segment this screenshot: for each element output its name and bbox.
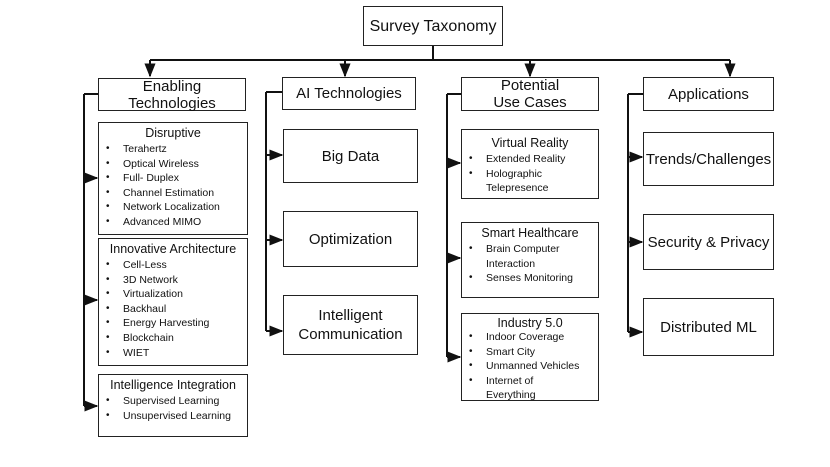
group-smart-healthcare: Smart Healthcare Brain Computer Interact… [461,222,599,298]
group-title: Intelligence Integration [110,378,236,392]
group-virtual-reality: Virtual Reality Extended Reality Hologra… [461,129,599,199]
list-item: Indoor Coverage [469,330,598,345]
node-label: Trends/Challenges [645,150,772,168]
group-items: Supervised Learning Unsupervised Learnin… [99,394,247,423]
header-label: Enabling Technologies [128,77,216,112]
list-item: Blockchain [106,331,247,346]
header-enabling-technologies: Enabling Technologies [98,77,246,112]
header-label: AI Technologies [296,85,402,102]
root-label: Survey Taxonomy [369,17,497,35]
group-items: Extended Reality Holographic Telepresenc… [462,152,598,196]
list-item: Optical Wireless [106,157,247,172]
group-title: Disruptive [145,126,201,140]
node-distributed-ml: Distributed ML [643,298,774,356]
group-intelligence-integration: Intelligence Integration Supervised Lear… [98,374,248,437]
root-node: Survey Taxonomy [363,6,503,46]
node-label: Big Data [321,147,380,165]
group-items: Brain Computer Interaction Senses Monito… [462,242,598,286]
group-title: Industry 5.0 [497,316,563,330]
list-item: Supervised Learning [106,394,247,409]
group-title: Innovative Architecture [109,242,237,256]
list-item: Full- Duplex [106,171,247,186]
node-trends-challenges: Trends/Challenges [643,132,774,186]
node-intelligent-communication: Intelligent Communication [283,295,418,355]
node-security-privacy: Security & Privacy [643,214,774,270]
group-items: Cell-Less 3D Network Virtualization Back… [99,258,247,360]
header-potential-use-cases: Potential Use Cases [461,77,599,111]
list-item: Virtualization [106,287,247,302]
list-item: Energy Harvesting [106,316,247,331]
group-items: Terahertz Optical Wireless Full- Duplex … [99,142,247,230]
group-innovative-architecture: Innovative Architecture Cell-Less 3D Net… [98,238,248,366]
list-item: 3D Network [106,273,247,288]
list-item: Backhaul [106,302,247,317]
node-big-data: Big Data [283,129,418,183]
node-optimization: Optimization [283,211,418,267]
list-item: Channel Estimation [106,186,247,201]
node-label: Distributed ML [660,318,757,336]
header-label: Potential Use Cases [493,77,567,111]
list-item: Brain Computer Interaction [469,242,576,271]
header-label: Applications [668,85,749,103]
list-item: Senses Monitoring [469,271,598,286]
list-item: Unmanned Vehicles [469,359,598,374]
node-label: Intelligent Communication [298,307,403,343]
group-title: Virtual Reality [491,136,569,150]
header-ai-technologies: AI Technologies [282,77,416,110]
group-disruptive: Disruptive Terahertz Optical Wireless Fu… [98,122,248,235]
list-item: Holographic Telepresence [469,167,566,196]
list-item: Smart City [469,345,598,360]
group-items: Indoor Coverage Smart City Unmanned Vehi… [462,330,598,403]
group-title: Smart Healthcare [481,226,579,240]
list-item: Network Localization [106,200,247,215]
list-item: Advanced MIMO [106,215,247,230]
list-item: Internet of Everything [469,374,566,403]
list-item: Extended Reality [469,152,598,167]
node-label: Optimization [308,230,393,248]
node-label: Security & Privacy [647,233,770,251]
list-item: Terahertz [106,142,247,157]
list-item: Cell-Less [106,258,247,273]
group-industry-5-0: Industry 5.0 Indoor Coverage Smart City … [461,313,599,401]
header-applications: Applications [643,77,774,111]
list-item: Unsupervised Learning [106,409,247,424]
list-item: WIET [106,346,247,361]
